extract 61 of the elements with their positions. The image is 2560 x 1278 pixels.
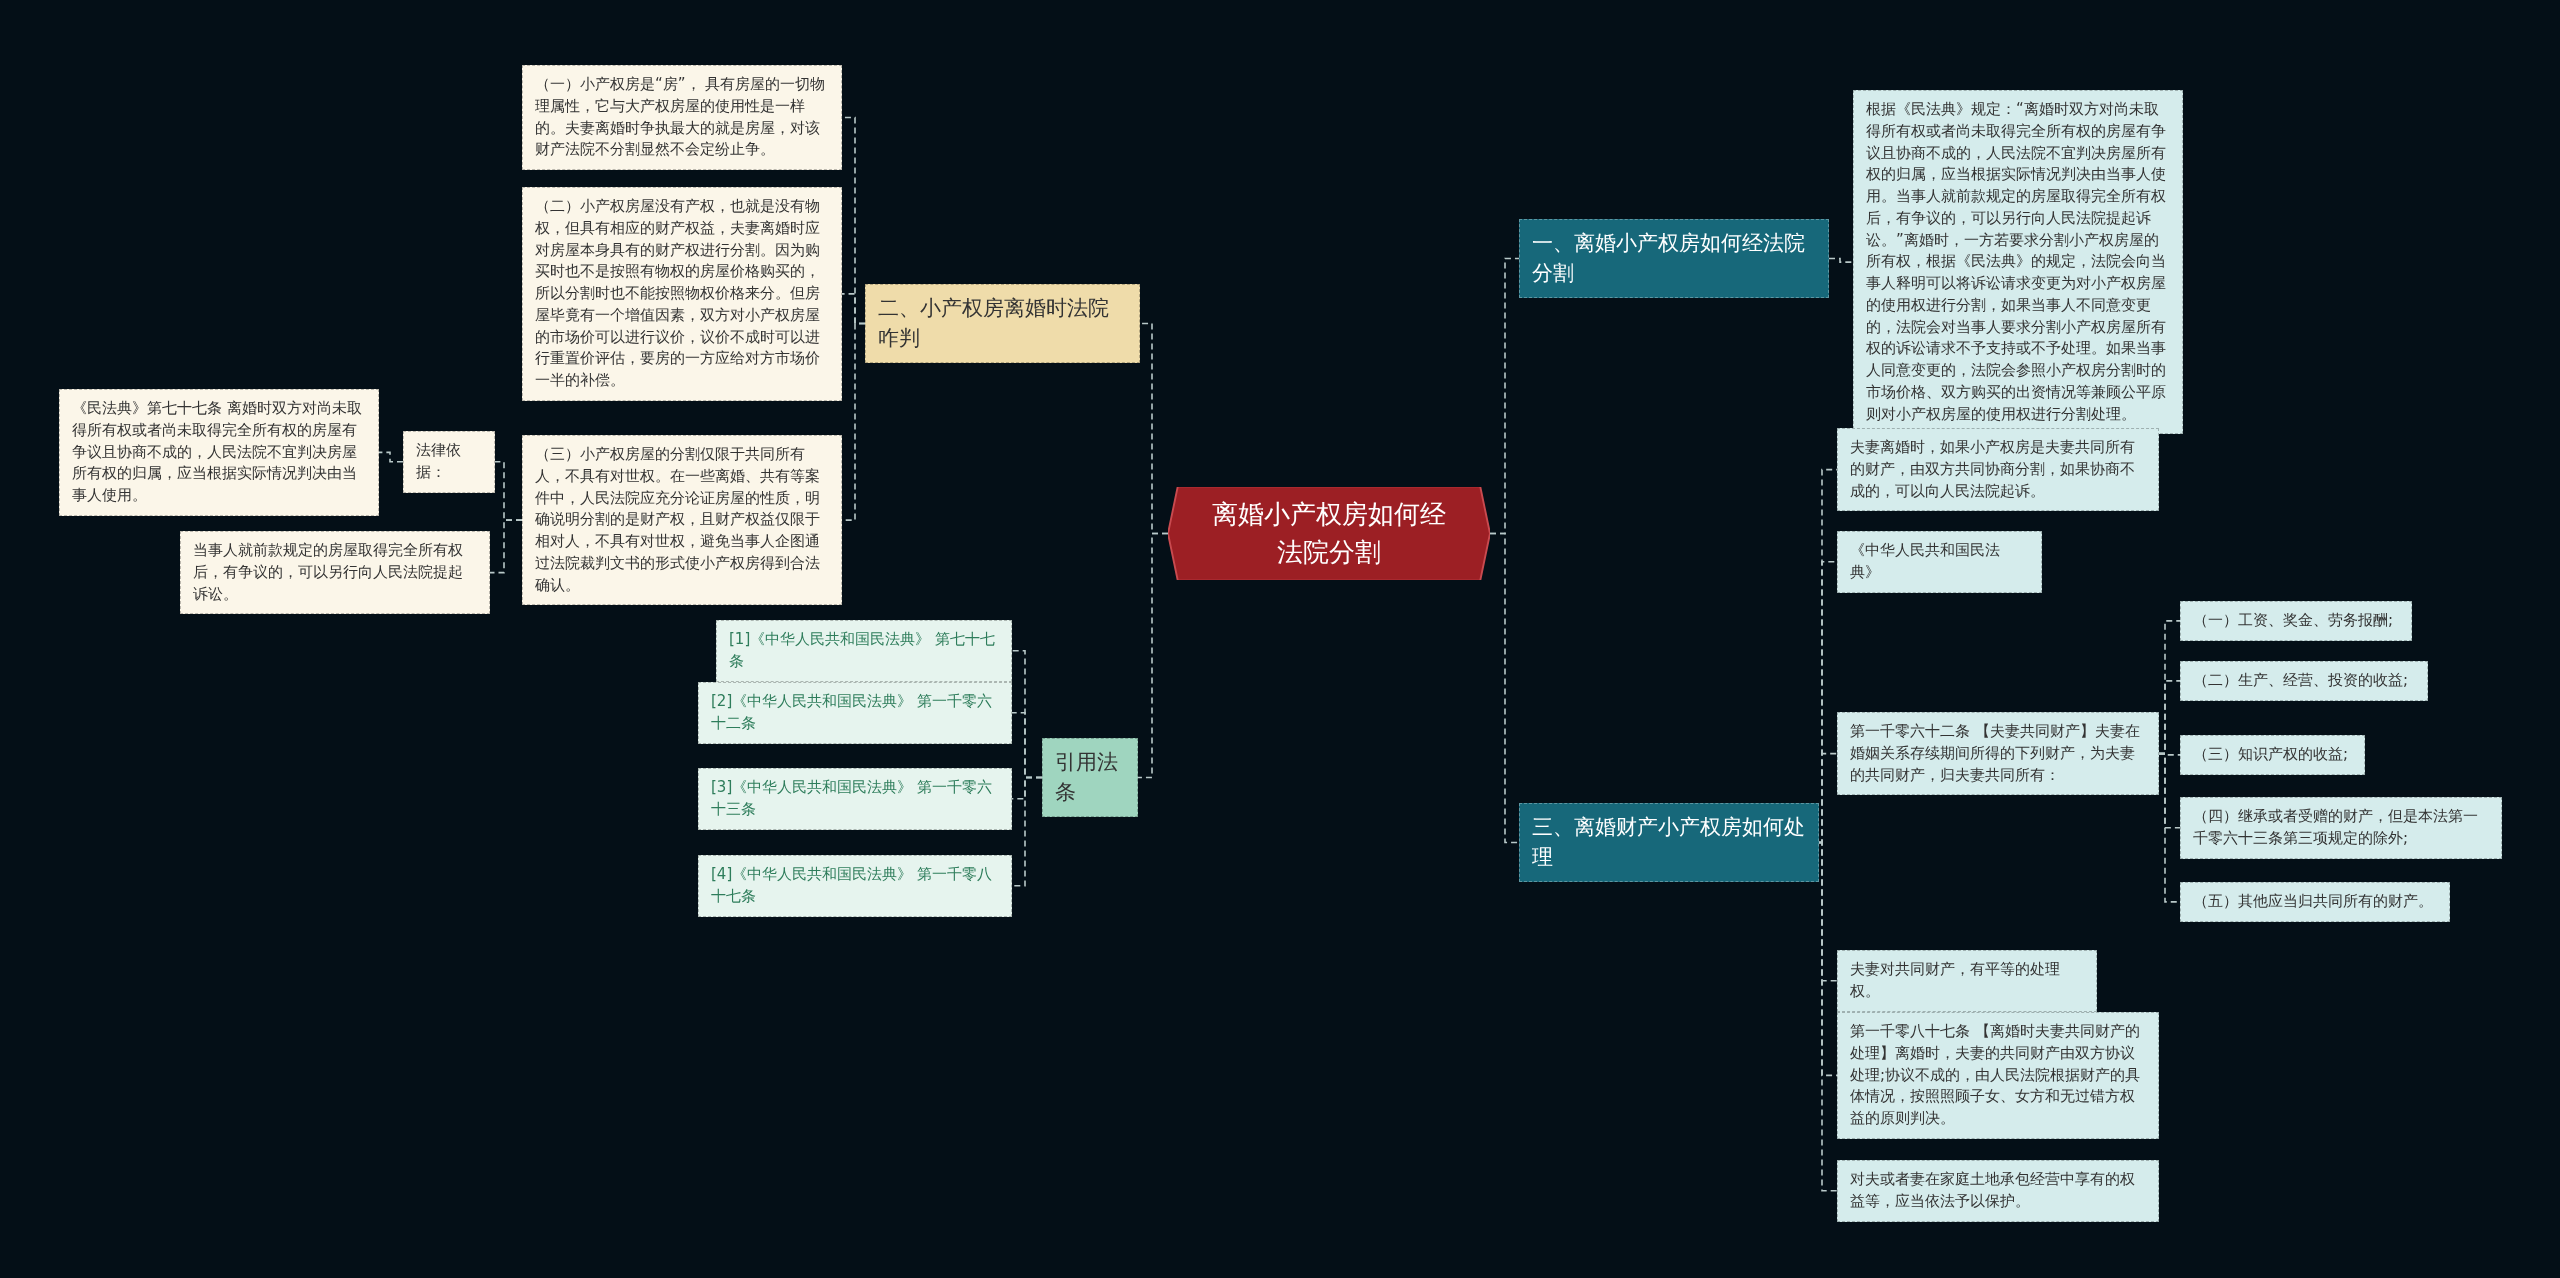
branch-topic xyxy=(1519,803,1819,882)
branch-topic xyxy=(1042,738,1138,817)
text-box xyxy=(522,187,842,401)
text-box xyxy=(2180,882,2450,922)
text-box xyxy=(2180,601,2412,641)
node-text: 第一千零六十二条 【夫妻共同财产】夫妻在婚姻关系存续期间所得的下列财产，为夫妻的共同财产，归夫妻共同所有： xyxy=(1850,721,2141,786)
node-text: 当事人就前款规定的房屋取得完全所有权后，有争议的，可以另行向人民法院提起诉讼。 xyxy=(193,540,464,605)
node-text: （二）生产、经营、投资的收益; xyxy=(2193,670,2410,691)
citation-box xyxy=(716,620,1012,682)
node-text: [3]《中华人民共和国民法典》 第一千零六十三条 xyxy=(711,777,993,820)
text-box xyxy=(180,531,490,615)
citation-box xyxy=(698,855,1012,917)
connector-line xyxy=(489,519,523,574)
text-box xyxy=(1837,1160,2159,1222)
node-text: [1]《中华人民共和国民法典》 第七十七条 xyxy=(729,629,996,672)
text-box xyxy=(1837,531,2042,593)
node-text: 第一千零八十七条 【离婚时夫妻共同财产的处理】离婚时，夫妻的共同财产由双方协议处理;协议不成的，由人民法院根据财产的具体情况，按照照顾子女、女方和无过错方权益的原则判决。 xyxy=(1850,1021,2142,1129)
text-box xyxy=(2180,797,2502,859)
node-text: [2]《中华人民共和国民法典》 第一千零六十二条 xyxy=(711,691,993,734)
connector-line xyxy=(1011,776,1043,887)
connector-line xyxy=(1828,257,1854,263)
node-text: 夫妻离婚时，如果小产权房是夫妻共同所有的财产，由双方共同协商分割，如果协商不成的，可以向人民法院起诉。 xyxy=(1850,437,2136,502)
text-box xyxy=(522,65,842,170)
node-text: （三）小产权房屋的分割仅限于共同所有人，不具有对世权。在一些离婚、共有等案件中，人民法院应充分论证房屋的性质，明确说明分割的是财产权，且财产权益仅限于相对人，不具有对世权，避免当事人企图通过法院裁判文书的形式使小产权房得到合法确认。 xyxy=(535,444,821,596)
citation-box xyxy=(698,682,1012,744)
central-topic xyxy=(1168,487,1490,580)
text-box xyxy=(522,435,842,606)
node-text: 《中华人民共和国民法典》 xyxy=(1850,540,2001,583)
node-text: 对夫或者妻在家庭土地承包经营中享有的权益等，应当依法予以保护。 xyxy=(1850,1169,2136,1212)
node-text: （五）其他应当归共同所有的财产。 xyxy=(2193,891,2434,912)
connector-line xyxy=(1818,752,1838,844)
connector-line xyxy=(1818,841,1838,1192)
node-text: （二）小产权房屋没有产权，也就是没有物权，但具有相应的财产权益，夫妻离婚时应对房屋本身具有的财产权进行分割。因为购买时也不是按照有物权的房屋价格购买的，所以分割时也不能按照物权价格来分。但房屋毕竟有一个增值因素，双方对小产权房屋的市场价可以进行议价，议价不成时可以进行重置价评估，要房的一方应给对方市场价一半的补偿。 xyxy=(535,196,821,391)
branch-topic xyxy=(865,284,1140,363)
connector-line xyxy=(1489,532,1520,844)
node-text: （一）小产权房是“房”， 具有房屋的一切物理属性，它与大产权房屋的使用性是一样的。夫妻离婚时争执最大的就是房屋，对该财产法院不分割显然不会定纷止争。 xyxy=(535,74,827,161)
node-text: 离婚小产权房如何经法院分割 xyxy=(1211,497,1447,569)
node-text: 《民法典》第七十七条 离婚时双方对尚未取得所有权或者尚未取得完全所有权的房屋有争议且协商不成的，人民法院不宜判决房屋所有权的归属，应当根据实际情况判决由当事人使用。 xyxy=(72,398,363,506)
node-text: 夫妻对共同财产，有平等的处理权。 xyxy=(1850,959,2061,1002)
text-box xyxy=(1837,1012,2159,1139)
node-text: 一、离婚小产权房如何经法院分割 xyxy=(1532,230,1806,288)
text-box xyxy=(1837,428,2159,512)
node-text: 法律依据： xyxy=(416,440,462,483)
node-text: （一）工资、奖金、劳务报酬; xyxy=(2193,610,2395,631)
node-text: 根据《民法典》规定：“离婚时双方对尚未取得所有权或者尚未取得完全所有权的房屋有争议且协商不成的，人民法院不宜判决房屋所有权的归属，应当根据实际情况判决由当事人使用。当事人就前款规定的房屋取得完全所有权后，有争议的，可以另行向人民法院提起诉讼。”离婚时，一方若要求分割小产权房屋的所有权，根据《民法典》的规定，法院会向当事人释明可以将诉讼请求变更为对小产权房屋的使用权进行分割，如果当事人不同意变更的，法院会对当事人要求分割小产权房屋所有权的诉讼请求不予支持或不予处理。如果当事人同意变更的，法院会参照小产权房分割时的市场价格、双方购买的出资情况等兼顾公平原则对小产权房屋的使用权进行分割处理。 xyxy=(1866,99,2167,425)
node-text: 二、小产权房离婚时法院咋判 xyxy=(878,295,1110,353)
node-text: [4]《中华人民共和国民法典》 第一千零八十七条 xyxy=(711,864,993,907)
text-box xyxy=(1837,712,2159,796)
node-text: （四）继承或者受赠的财产，但是本法第一千零六十三条第三项规定的除外; xyxy=(2193,806,2479,849)
citation-box xyxy=(698,768,1012,830)
branch-topic xyxy=(1519,219,1829,298)
text-box xyxy=(1837,950,2097,1012)
node-text: （三）知识产权的收益; xyxy=(2193,744,2350,765)
connector-line xyxy=(1137,532,1169,779)
node-text: 三、离婚财产小产权房如何处理 xyxy=(1532,814,1806,872)
node-text: 引用法条 xyxy=(1055,749,1119,807)
text-box xyxy=(2180,661,2428,701)
text-box xyxy=(2180,735,2365,775)
connector-line xyxy=(378,451,404,463)
text-box xyxy=(59,389,379,516)
text-box xyxy=(403,431,495,493)
